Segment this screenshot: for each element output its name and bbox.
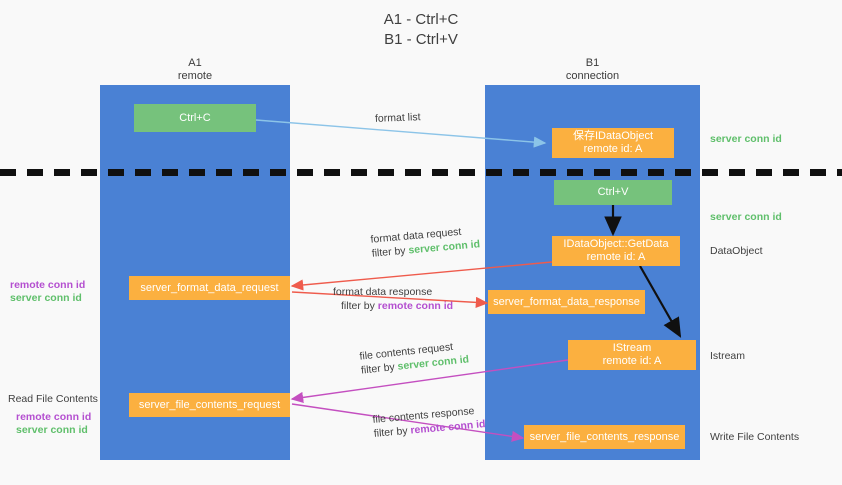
box-ctrl-c-label: Ctrl+C — [179, 111, 211, 124]
page-title: A1 - Ctrl+C B1 - Ctrl+V — [0, 10, 842, 50]
box-save-idataobject-line1: 保存IDataObject — [572, 130, 654, 142]
side-label-server-conn-id-mid: server conn id — [710, 211, 782, 223]
side-label-remote-conn-id-1: remote conn id — [10, 279, 86, 291]
label-format-list: format list — [375, 110, 421, 126]
box-save-idataobject-line2: remote id: A — [583, 143, 643, 155]
side-label-server-conn-id-top: server conn id — [710, 133, 782, 145]
box-istream-line1: IStream — [612, 342, 652, 354]
side-label-server-conn-id-2: server conn id — [16, 424, 88, 436]
box-server-file-contents-request[interactable]: server_file_contents_request — [129, 393, 290, 417]
arrow-file-contents-request — [290, 359, 569, 403]
arrow-format-data-request — [290, 261, 553, 291]
box-getdata-line1: IDataObject::GetData — [563, 238, 669, 250]
side-label-dataobject: DataObject — [710, 245, 763, 257]
phase-divider — [0, 169, 842, 176]
box-server-format-data-request[interactable]: server_format_data_request — [129, 276, 290, 300]
arrow-getdata-istream — [639, 265, 682, 338]
lane-a1-sub: remote — [177, 70, 213, 82]
box-istream[interactable]: IStream remote id: A — [568, 340, 696, 370]
box-server-file-contents-response[interactable]: server_file_contents_response — [524, 425, 685, 449]
arrow-file-contents-response — [291, 403, 525, 442]
lane-b1-name: B1 — [585, 57, 600, 69]
side-label-read-file-contents: Read File Contents — [8, 393, 98, 405]
box-ctrl-v-label: Ctrl+V — [597, 186, 629, 198]
title-line-2: B1 - Ctrl+V — [384, 31, 458, 48]
box-server-format-data-response-label: server_format_data_response — [493, 295, 640, 308]
box-istream-line2: remote id: A — [602, 355, 662, 367]
box-server-format-data-request-label: server_format_data_request — [140, 281, 279, 294]
title-line-1: A1 - Ctrl+C — [383, 11, 459, 28]
side-label-server-conn-id-1: server conn id — [10, 292, 82, 304]
label-format-data-response: format data response filter by remote co… — [333, 285, 453, 313]
lane-header-a1: A1 remote — [100, 57, 290, 83]
arrow-format-data-response — [291, 291, 489, 308]
side-label-remote-conn-id-2: remote conn id — [16, 411, 92, 423]
lane-b1-sub: connection — [565, 70, 620, 82]
box-save-idataobject[interactable]: 保存IDataObject remote id: A — [552, 128, 674, 158]
box-ctrl-v[interactable]: Ctrl+V — [554, 180, 672, 205]
box-getdata-line2: remote id: A — [586, 251, 646, 263]
box-server-file-contents-request-label: server_file_contents_request — [138, 398, 281, 411]
side-label-write-file-contents: Write File Contents — [710, 431, 800, 443]
filter-key-remote-conn-id: remote conn id — [377, 300, 454, 312]
side-label-istream: Istream — [710, 350, 746, 362]
box-getdata[interactable]: IDataObject::GetData remote id: A — [552, 236, 680, 266]
arrow-format-list — [255, 119, 547, 148]
box-server-format-data-response[interactable]: server_format_data_response — [488, 290, 645, 314]
label-format-data-response-filter: filter by remote conn id — [341, 300, 454, 312]
box-server-file-contents-response-label: server_file_contents_response — [529, 430, 680, 443]
label-format-list-text: format list — [374, 111, 421, 125]
label-format-data-response-text: format data response — [333, 286, 433, 298]
lane-header-b1: B1 connection — [485, 57, 700, 83]
box-ctrl-c[interactable]: Ctrl+C — [134, 104, 256, 132]
lane-a1-name: A1 — [188, 57, 202, 69]
